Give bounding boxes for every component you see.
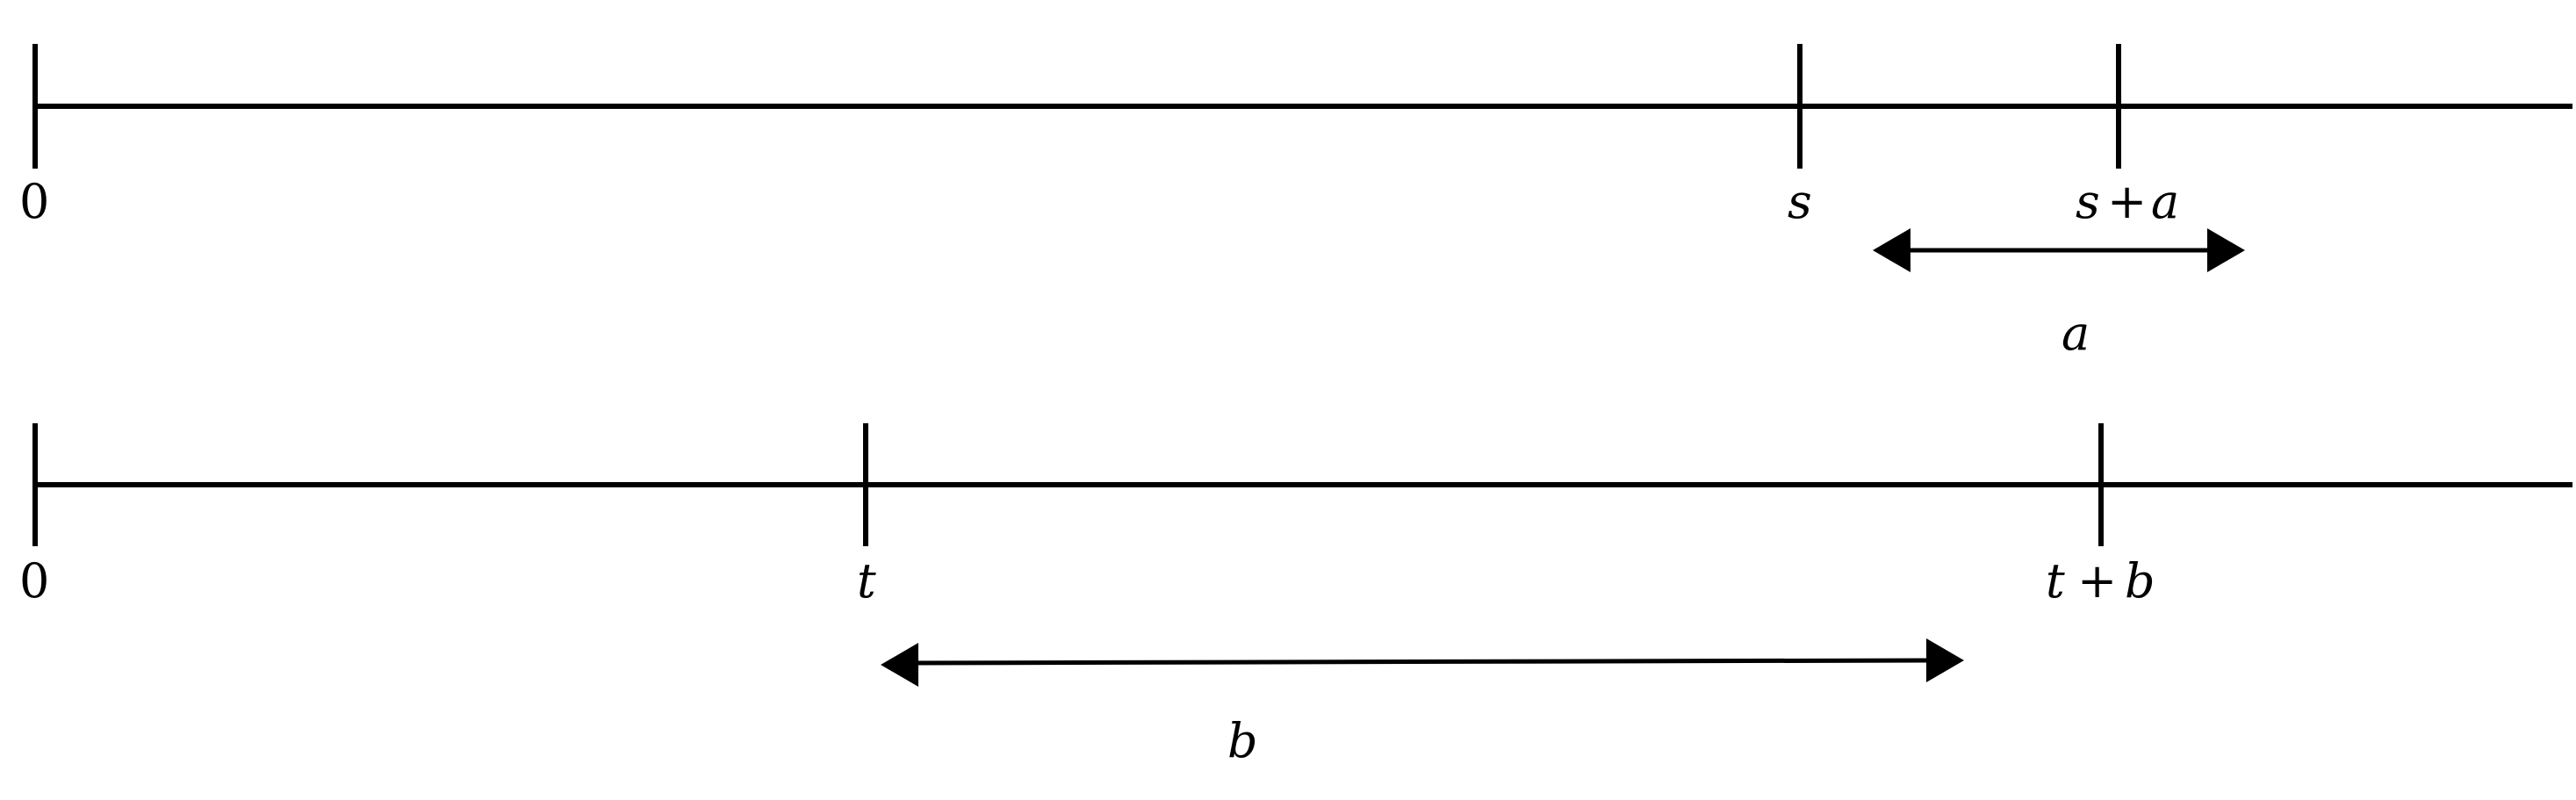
tick-label-s-plus-a-operator: + xyxy=(2107,174,2147,229)
arrow-head-right-a xyxy=(2207,228,2245,272)
tick-label-s: s xyxy=(1788,174,1812,229)
interval-label-a: a xyxy=(2062,306,2090,361)
tick-label-t-plus-b-operator: + xyxy=(2077,553,2117,609)
interval-arrow-b-shaft xyxy=(910,658,1934,666)
arrow-head-left-a xyxy=(1873,228,1910,272)
tick-label-t-plus-b-var1: t xyxy=(2046,553,2065,609)
arrow-head-left-b xyxy=(881,643,918,687)
tick-label-zero-line1: 0 xyxy=(19,174,49,229)
tick-label-s-plus-a-var1: s xyxy=(2076,174,2100,229)
number-line-2: 0 t t + b b xyxy=(19,423,2572,768)
tick-label-s-plus-a-var2: a xyxy=(2151,174,2179,229)
number-line-1: 0 s s + a a xyxy=(19,44,2572,361)
tick-label-t-plus-b-var2: b xyxy=(2125,553,2155,609)
tick-label-t-plus-b: t + b xyxy=(2046,553,2155,609)
interval-label-b: b xyxy=(1227,713,1258,768)
interval-arrow-a: a xyxy=(1873,228,2245,361)
tick-label-t: t xyxy=(857,553,876,609)
tick-label-zero-line2: 0 xyxy=(19,553,49,609)
arrow-head-right-b xyxy=(1926,638,1964,682)
interval-arrow-b: b xyxy=(881,638,1964,768)
tick-label-s-plus-a: s + a xyxy=(2076,174,2179,229)
